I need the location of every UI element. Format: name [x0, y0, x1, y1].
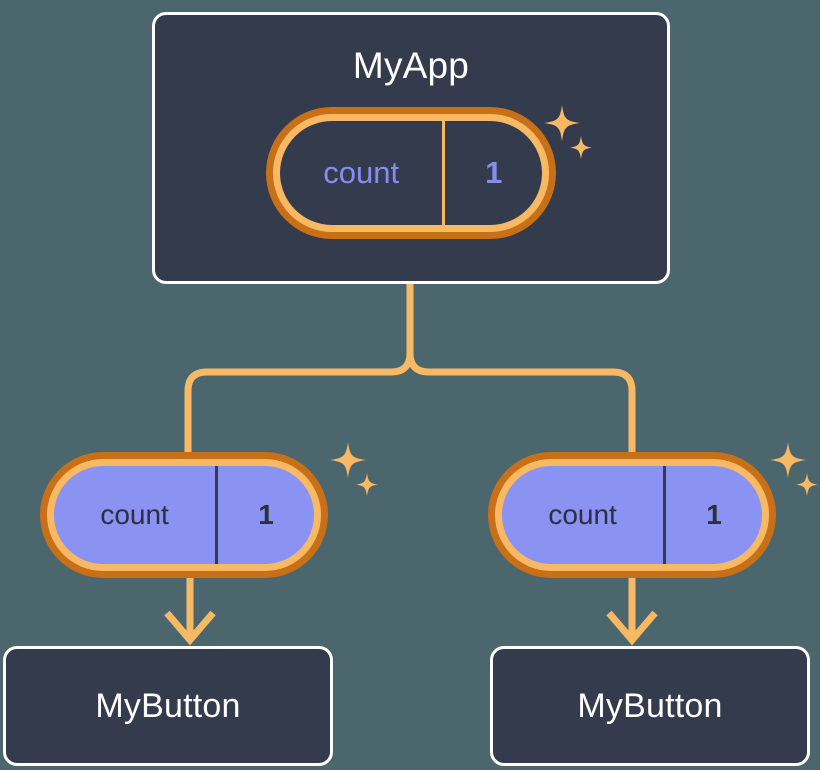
sparkle-left-icon [330, 442, 378, 496]
connector-split-to-left [184, 352, 414, 452]
right-button-card[interactable]: MyButton [490, 646, 810, 766]
connector-split-to-right [406, 352, 636, 452]
state-pill-root[interactable]: count 1 [266, 107, 556, 239]
state-pill-key: count [548, 499, 617, 530]
state-pill-inner-ring: count 1 [47, 459, 321, 571]
state-pill-body: count 1 [280, 121, 542, 225]
arrow-head-left-icon [164, 610, 216, 646]
state-pill-key: count [323, 155, 400, 190]
left-button-label: MyButton [95, 686, 241, 725]
state-pill-key: count [100, 499, 169, 530]
page-title: MyApp [352, 45, 470, 86]
right-button-label: MyButton [577, 686, 723, 725]
state-pill-body: count 1 [54, 466, 314, 564]
left-button-card[interactable]: MyButton [3, 646, 333, 766]
state-pill-value: 1 [442, 121, 542, 225]
state-pill-value: 1 [215, 466, 314, 564]
state-pill-inner-ring: count 1 [495, 459, 769, 571]
state-pill-inner-ring: count 1 [273, 114, 549, 232]
state-pill-body: count 1 [502, 466, 762, 564]
state-pill-left[interactable]: count 1 [40, 452, 328, 578]
arrow-head-right-icon [606, 610, 658, 646]
state-pill-right[interactable]: count 1 [488, 452, 776, 578]
state-pill-value: 1 [663, 466, 762, 564]
